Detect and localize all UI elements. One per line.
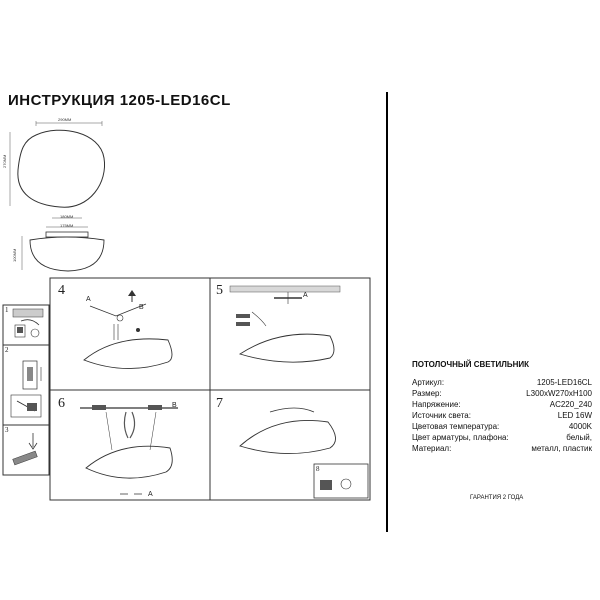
spec-value: LED 16W (557, 411, 592, 420)
step3-illustration (12, 433, 38, 466)
step-number-3: 3 (5, 426, 9, 434)
spec-key: Артикул: (412, 378, 445, 387)
spec-value: 1205-LED16CL (536, 378, 592, 387)
spec-value: металл, пластик (531, 444, 592, 453)
callout-a-step4: A (86, 296, 91, 303)
callout-a-step6: A (148, 491, 153, 498)
callout-b-step6: B (172, 402, 177, 409)
spec-key: Цветовая температура: (412, 422, 500, 431)
step4-illustration (83, 290, 173, 369)
step-number-4: 4 (58, 283, 65, 298)
spec-key: Материал: (412, 444, 452, 453)
spec-value: белый, (566, 433, 592, 442)
step-number-5: 5 (216, 283, 223, 298)
step5-illustration (229, 285, 341, 363)
dim-side-width-2: 175MM (60, 223, 74, 228)
vertical-divider (386, 92, 388, 532)
step-number-2: 2 (5, 346, 9, 354)
lamp-side-view-outline (29, 236, 105, 272)
spec-heading: ПОТОЛОЧНЫЙ СВЕТИЛЬНИК (412, 360, 530, 369)
step6-illustration (80, 405, 178, 495)
step-number-1: 1 (5, 306, 9, 314)
spec-row-finish-color: Цвет арматуры, плафона: белый, (412, 433, 592, 444)
spec-row-voltage: Напряжение: AC220_240 (412, 400, 592, 411)
step7-illustration (239, 407, 369, 499)
page-title: ИНСТРУКЦИЯ 1205-LED16CL (8, 92, 231, 109)
spec-row-article: Артикул: 1205-LED16CL (412, 378, 592, 389)
spec-row-light-source: Источник света: LED 16W (412, 411, 592, 422)
spec-key: Размер: (412, 389, 442, 398)
lamp-top-view-outline (17, 129, 106, 208)
spec-row-color-temp: Цветовая температура: 4000K (412, 422, 592, 433)
step1-illustration (12, 308, 44, 338)
lamp-shade (83, 338, 173, 369)
spec-value: AC220_240 (549, 400, 592, 409)
spec-row-size: Размер: L300xW270xH100 (412, 389, 592, 400)
spec-key: Напряжение: (412, 400, 461, 409)
dim-side-width-1: 180MM (60, 214, 74, 219)
spec-row-material: Материал: металл, пластик (412, 444, 592, 455)
spec-key: Цвет арматуры, плафона: (412, 433, 509, 442)
spec-key: Источник света: (412, 411, 471, 420)
step-number-7: 7 (216, 396, 223, 411)
spec-value: 4000K (568, 422, 592, 431)
step-number-8: 8 (316, 465, 320, 473)
lamp-shade (85, 445, 173, 479)
dim-top-width: 290MM (58, 117, 72, 122)
callout-b-step4: B (139, 304, 144, 311)
dimension-drawing (9, 121, 106, 272)
lamp-shade (239, 419, 336, 454)
callout-a-step5: A (303, 292, 308, 299)
step-number-6: 6 (58, 396, 65, 411)
step2-illustration (10, 360, 42, 418)
warranty-note: ГАРАНТИЯ 2 ГОДА (470, 495, 524, 501)
lamp-shade (238, 333, 335, 363)
spec-value: L300xW270xH100 (526, 389, 592, 398)
